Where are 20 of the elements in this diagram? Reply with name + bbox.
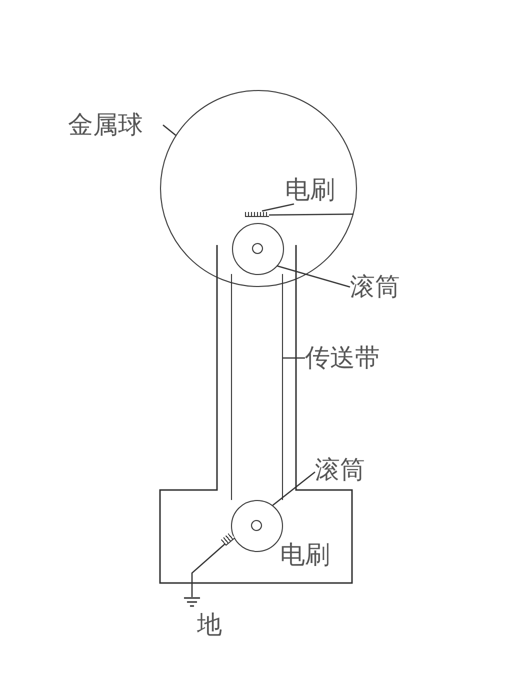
- part-label: 电刷: [280, 540, 330, 570]
- conveyor-belt: [231, 274, 283, 500]
- leader-line: [262, 203, 294, 212]
- leader-line: [268, 213, 354, 216]
- part-label: 滚筒: [315, 455, 375, 485]
- roller: [231, 500, 283, 552]
- leader-line: [276, 264, 350, 288]
- part-label: 地: [197, 610, 222, 640]
- leader-line: [272, 472, 316, 506]
- part-label: 传送带: [305, 343, 400, 373]
- brush: [220, 532, 236, 546]
- leader-line: [283, 357, 305, 359]
- roller: [232, 223, 284, 275]
- leader-line: [162, 124, 176, 136]
- leader-line: [191, 542, 226, 597]
- part-label: 金属球: [68, 110, 163, 140]
- part-label: 电刷: [285, 175, 345, 205]
- brush: [245, 212, 269, 217]
- part-label: 滚筒: [350, 272, 410, 302]
- ground-symbol: [184, 597, 200, 608]
